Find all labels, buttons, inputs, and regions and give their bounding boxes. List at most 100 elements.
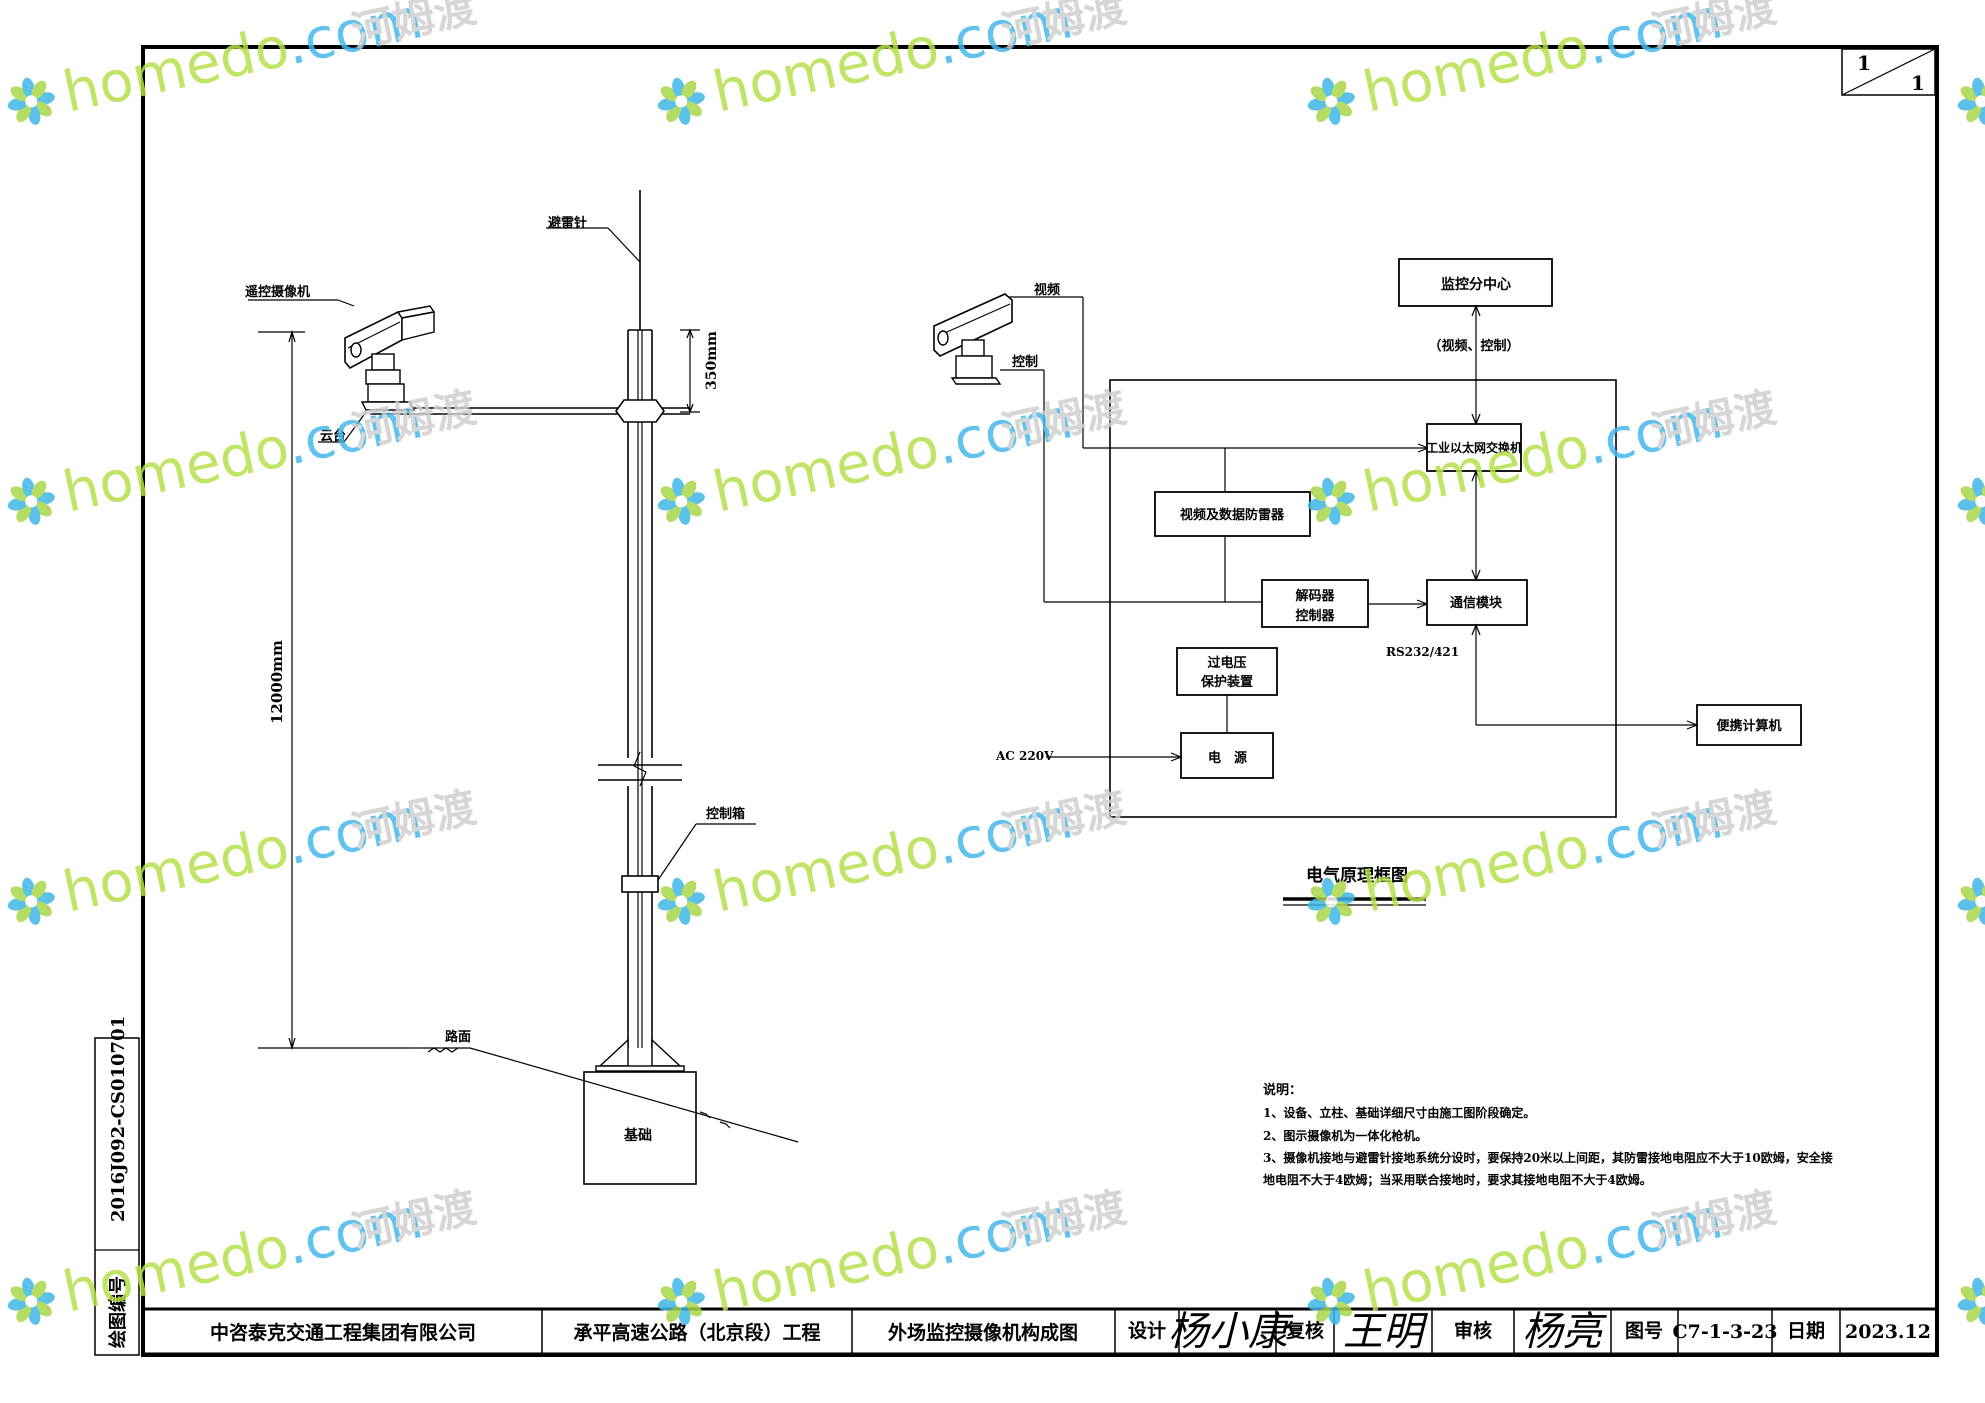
camera-icon: [344, 305, 436, 403]
power-label: 电 源: [1208, 750, 1247, 766]
date-label: 日期: [1787, 1320, 1825, 1342]
ac-input-label: AC 220V: [995, 749, 1054, 763]
monitor-center-label: 监控分中心: [1441, 276, 1511, 293]
camera-label: 遥控摄像机: [245, 284, 310, 300]
laptop-box: [1696, 704, 1802, 746]
drawing-name: 外场监控摄像机构成图: [888, 1321, 1078, 1344]
road-label: 路面: [445, 1029, 471, 1045]
ethernet-switch-label: 工业以太网交换机: [1426, 440, 1522, 455]
flower-logo-icon: [7, 77, 55, 125]
sheet-total: 1: [1911, 71, 1925, 95]
notes-title: 说明：: [1263, 1082, 1302, 1098]
ethernet-switch-box: [1426, 423, 1522, 472]
comm-module-box: [1426, 579, 1528, 626]
power-box: [1180, 732, 1274, 779]
flower-logo-icon: [657, 477, 705, 525]
decoder-label-2: 控制器: [1295, 608, 1335, 624]
video-label: 视频: [1034, 282, 1060, 298]
ptz-label: 云台: [320, 428, 346, 444]
ptz-icon: [360, 401, 416, 411]
pole: [598, 329, 682, 1048]
review-label: 复核: [1285, 1319, 1324, 1342]
flower-logo-icon: [1957, 477, 1985, 525]
company-name: 中咨泰克交通工程集团有限公司: [210, 1321, 476, 1344]
vertical-code-box: 2016J092-CS010701 绘图编号: [94, 1016, 140, 1356]
vertical-drawing-code: 2016J092-CS010701: [108, 1016, 129, 1222]
block-camera-icon: [933, 293, 1013, 385]
comm-module-label: 通信模块: [1450, 595, 1503, 611]
laptop-label: 便携计算机: [1716, 718, 1781, 734]
decoder-label-1: 解码器: [1294, 588, 1335, 604]
flower-logo-icon: [1957, 77, 1985, 125]
dimension-12000: 12000mm: [258, 329, 415, 1051]
title-block: 中咨泰克交通工程集团有限公司 承平高速公路（北京段）工程 外场监控摄像机构成图 …: [143, 1307, 1937, 1356]
drawing-no-label: 图号: [1625, 1320, 1663, 1342]
overvoltage-box: [1176, 647, 1278, 696]
video-surge-box: [1154, 491, 1311, 537]
design-label: 设计: [1128, 1320, 1166, 1342]
flower-logo-icon: [7, 877, 55, 925]
video-surge-label: 视频及数据防雷器: [1180, 507, 1285, 523]
pole-drawing: 避雷针: [245, 190, 799, 1185]
dim-350-label: 350mm: [704, 331, 720, 390]
notes: 说明： 1、设备、立柱、基础详细尺寸由施工图阶段确定。 2、图示摄像机为一体化枪…: [1263, 1082, 1833, 1187]
control-box: 控制箱: [621, 806, 756, 893]
rs232-label: RS232/421: [1386, 645, 1459, 659]
monitor-center-box: [1398, 258, 1553, 307]
note-item: 1、设备、立柱、基础详细尺寸由施工图阶段确定。: [1263, 1105, 1535, 1120]
review-signature: 王明: [1343, 1309, 1429, 1355]
road-surface: 路面: [415, 1029, 799, 1143]
flower-logo-icon: [1957, 1277, 1985, 1325]
control-label: 控制: [1012, 354, 1038, 370]
flower-logo-icon: [1307, 877, 1355, 925]
flower-logo-icon: [1307, 477, 1355, 525]
flower-logo-icon: [1307, 1277, 1355, 1325]
drawing-number: C7-1-3-23: [1673, 1321, 1778, 1343]
dimension-350: 350mm: [680, 328, 720, 414]
flower-logo-icon: [657, 77, 705, 125]
flower-logo-icon: [1307, 77, 1355, 125]
decoder-box: [1261, 579, 1369, 628]
flower-logo-icon: [7, 477, 55, 525]
sheet-index-box: 1 1: [1841, 48, 1936, 96]
flower-logo-icon: [7, 1277, 55, 1325]
vertical-code-label: 绘图编号: [107, 1276, 129, 1348]
flower-logo-icon: [657, 877, 705, 925]
video-control-label: （视频、控制）: [1428, 338, 1519, 354]
overvoltage-label-1: 过电压: [1207, 655, 1246, 671]
control-box-label: 控制箱: [706, 806, 745, 822]
approve-signature: 杨亮: [1522, 1309, 1607, 1355]
approve-label: 审核: [1454, 1319, 1492, 1342]
note-item: 2、图示摄像机为一体化枪机。: [1263, 1128, 1427, 1143]
foundation: 基础: [583, 1038, 697, 1185]
cabinet-enclosure: [1109, 379, 1617, 818]
flower-logo-icon: [1957, 877, 1985, 925]
note-item: 地电阻不大于4欧姆；当采用联合接地时，要求其接地电阻不大于4欧姆。: [1263, 1172, 1652, 1187]
design-signature: 杨小康: [1168, 1309, 1294, 1355]
lightning-rod-label: 避雷针: [548, 215, 587, 231]
date-value: 2023.12: [1845, 1321, 1931, 1343]
flower-logo-icon: [657, 1277, 705, 1325]
note-item: 3、摄像机接地与避雷针接地系统分设时，要保持20米以上间距，其防雷接地电阻应不大…: [1263, 1150, 1833, 1165]
project-name: 承平高速公路（北京段）工程: [573, 1321, 820, 1344]
foundation-label: 基础: [624, 1127, 652, 1144]
block-diagram: 视频 控制 监控分中心 （视频、控制） 工业以太网交换机 视频及数据防雷器 解码…: [933, 258, 1802, 906]
overvoltage-label-2: 保护装置: [1200, 674, 1253, 690]
sheet-index: 1: [1857, 51, 1871, 75]
